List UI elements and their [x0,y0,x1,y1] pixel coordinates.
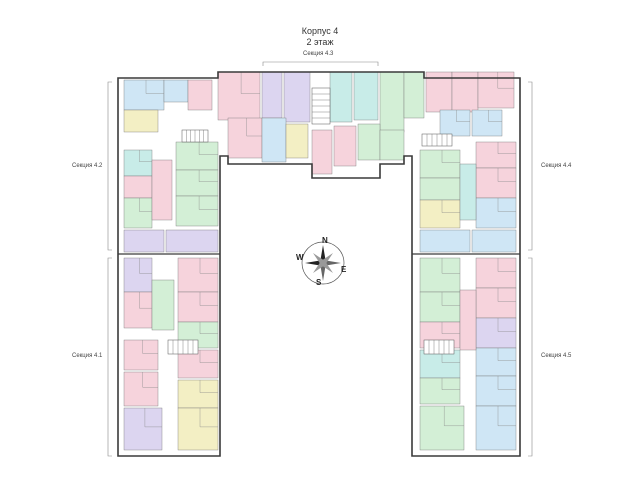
apartment-room [475,141,517,169]
apartment-room [177,349,219,379]
apartment-room [123,175,153,199]
compass-w: W [296,253,304,262]
apartment-room [419,377,461,405]
apartment-room [123,79,165,111]
apartment-room [419,405,465,451]
apartment-room [227,117,263,159]
apartment-room [403,71,425,119]
apartment-room [123,197,153,229]
apartment-room [475,257,517,289]
apartment-room [379,129,405,161]
apartment-room [151,159,173,221]
apartment-room [419,257,461,293]
apartment-room [459,289,477,351]
apartment-room [353,71,379,121]
apartment-room [123,229,165,253]
section-label-4-4: Секция 4.4 [541,163,572,169]
floor-label: 2 этаж [306,37,334,47]
compass-rose [301,241,345,285]
apartment-room [165,229,219,253]
apartment-room [177,291,219,323]
apartment-room [123,109,159,133]
apartment-room [285,123,309,159]
apartments-layer [118,71,520,456]
compass-n: N [322,236,328,245]
apartment-room [123,339,159,371]
section-label-4-1: Секция 4.1 [72,353,103,359]
section-brackets [107,61,533,457]
apartment-room [475,347,517,377]
apartment-room [217,71,261,121]
apartment-room [123,371,159,407]
apartment-room [475,317,517,349]
apartment-room [419,291,461,323]
apartment-room [123,407,163,451]
apartment-room [419,349,461,379]
apartment-room [163,79,189,103]
apartment-room [175,169,219,197]
apartment-room [187,79,213,111]
section-label-4-2: Секция 4.2 [72,163,103,169]
apartment-room [475,167,517,199]
apartment-room [439,109,471,137]
apartment-room [175,141,219,171]
apartment-room [333,125,357,167]
apartment-room [177,379,219,409]
apartment-room [123,257,153,293]
apartment-room [357,123,381,161]
apartment-room [419,199,461,229]
apartment-room [475,405,517,451]
apartment-room [419,149,461,179]
apartment-room [311,129,333,175]
apartment-room [475,287,517,319]
section-label-4-5: Секция 4.5 [541,353,572,359]
building-title: Корпус 4 [301,26,339,36]
compass-s: S [316,278,322,287]
walls-layer [117,71,521,457]
apartment-room [283,71,311,123]
apartment-room [123,291,153,329]
apartment-room [261,117,287,163]
apartment-room [151,279,175,331]
apartment-room [177,407,219,451]
apartment-room [261,71,283,119]
apartment-room [419,177,461,201]
apartment-room [475,375,517,407]
apartment-room [379,71,405,133]
apartment-room [123,149,153,177]
apartment-room [419,229,471,253]
apartment-room [329,71,353,123]
apartment-room [471,109,503,137]
apartment-room [459,163,477,221]
apartment-room [175,195,219,227]
section-label-4-3: Секция 4.3 [303,51,334,57]
apartment-room [471,229,517,253]
compass-e: E [341,265,347,274]
building-outline [117,71,521,457]
apartment-room [475,197,517,229]
apartment-room [177,257,219,293]
